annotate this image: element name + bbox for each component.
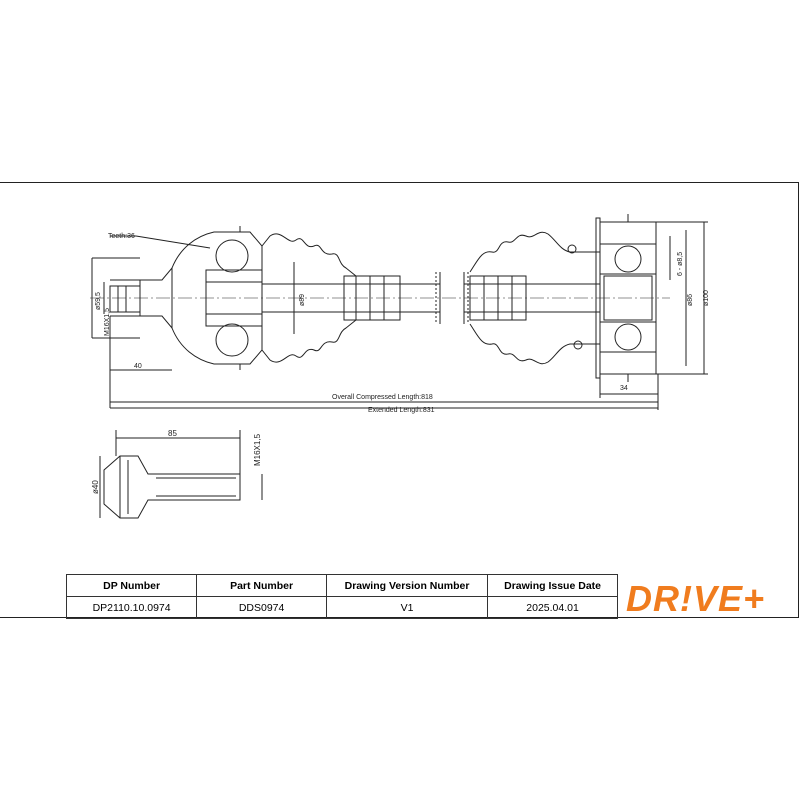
brand-logo: DR!VE+ bbox=[626, 578, 766, 619]
value-dp-number: DP2110.10.0974 bbox=[65, 596, 198, 619]
flange-d86-label: ø86 bbox=[687, 294, 694, 306]
header-part-number: Part Number bbox=[196, 574, 327, 597]
title-block-value-row: DP2110.10.0974 DDS0974 V1 2025.04.01 bbox=[65, 596, 618, 619]
compressed-length-label: Overall Compressed Length:818 bbox=[332, 394, 433, 401]
bolt-holes-label: 6 - ø8,5 bbox=[677, 252, 684, 276]
header-dp-number: DP Number bbox=[65, 574, 198, 597]
value-issue-date: 2025.04.01 bbox=[487, 596, 618, 619]
left-diameter-label: ø59,5 bbox=[95, 292, 102, 310]
flange-width-label: 34 bbox=[620, 385, 628, 392]
value-part-number: DDS0974 bbox=[196, 596, 327, 619]
left-length-label: 40 bbox=[134, 363, 142, 370]
value-drawing-version: V1 bbox=[325, 596, 489, 619]
header-issue-date: Drawing Issue Date bbox=[487, 574, 618, 597]
shaft-diameter-label: ø89 bbox=[299, 294, 306, 306]
flange-d100-label: ø100 bbox=[703, 290, 710, 306]
header-drawing-version: Drawing Version Number bbox=[325, 574, 489, 597]
left-thread-label: M16X1,5 bbox=[104, 308, 111, 336]
title-block-header-row: DP Number Part Number Drawing Version Nu… bbox=[65, 574, 618, 597]
bolt-diameter-label: ø40 bbox=[91, 480, 100, 494]
teeth-label: Teeth:36 bbox=[108, 233, 135, 240]
bolt-thread-label: M16X1,5 bbox=[253, 433, 262, 466]
bolt-length-label: 85 bbox=[168, 429, 177, 438]
extended-length-label: Extended Length:831 bbox=[368, 407, 435, 414]
title-block: DP Number Part Number Drawing Version Nu… bbox=[65, 574, 618, 619]
